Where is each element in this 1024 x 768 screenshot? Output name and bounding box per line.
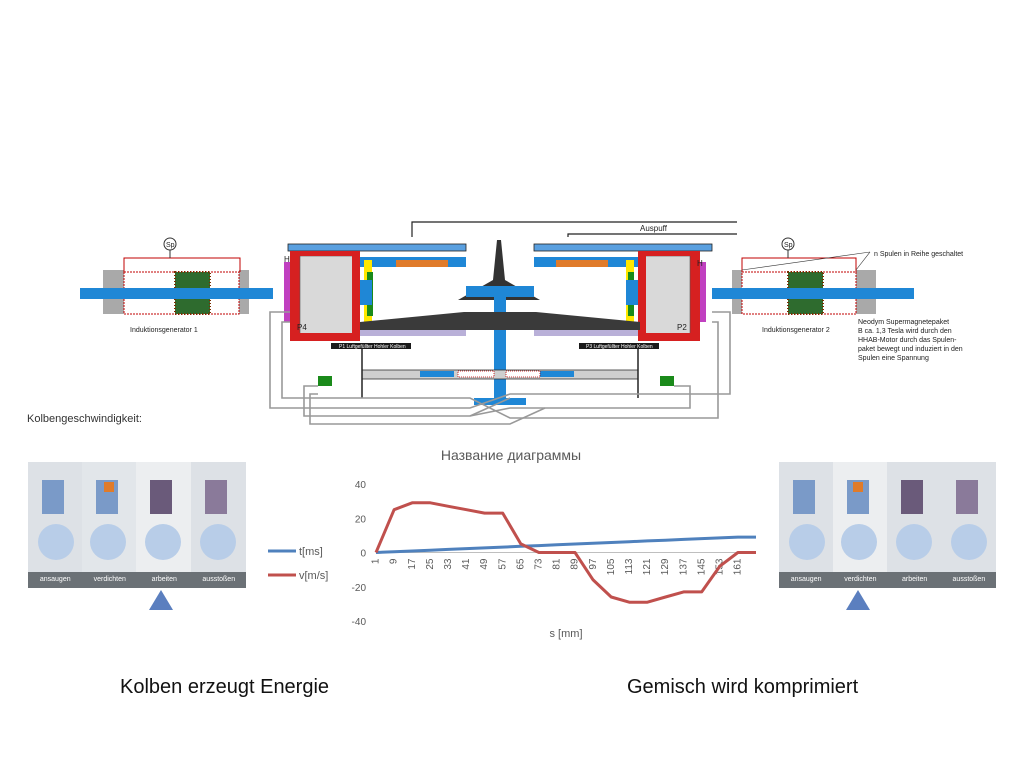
cylinder-left: P4 H P1 Luftgefüllter Hohler Kolben [284,243,467,350]
stroke-right-label-2: arbeiten [901,576,928,583]
x-tick-label: 81 [552,558,563,570]
svg-text:Spulen eine Spannung: Spulen eine Spannung [858,355,929,362]
generator-left-label: Induktionsgenerator 1 [130,327,198,334]
stroke-left-label-3: ausstoßen [202,576,236,583]
h-right-label: H [697,259,703,268]
x-tick-label: 1 [371,558,382,564]
svg-text:Neodym Supermagnetepaket: Neodym Supermagnetepaket [858,319,949,326]
x-tick-label: 161 [733,558,744,575]
generator-right-label: Induktionsgenerator 2 [762,327,830,334]
x-axis-label: s [mm] [550,628,583,640]
x-tick-label: 105 [606,558,617,575]
shaft-right [712,288,914,299]
stroke-right-label-3: ausstoßen [952,576,986,583]
stroke-right-label-1: verdichten [844,576,877,583]
caption-right: Gemisch wird komprimiert [627,676,859,698]
gauge-right-label: Sp [784,242,793,249]
x-tick-label: 57 [497,558,508,570]
y-tick-label: -20 [352,583,367,594]
engine-schematic: Auspuff Sp Induktionsgenerator 1 Sp n Sp… [80,221,963,425]
p2-label: P2 [677,323,687,332]
x-tick-label: 17 [407,558,418,570]
stroke-right-label-0: ansaugen [790,576,822,583]
piston-right-label: P3 Luftgefüllter Hohler Kolben [586,344,653,350]
x-tick-label: 9 [389,558,400,564]
x-tick-label: 113 [624,558,635,574]
series-line-t [375,535,756,554]
induction-generator-right: Sp [732,237,876,315]
speed-chart: Название диаграммы 40 20 0 -20 -40 1 9 17 25 33 41 4… [268,447,756,640]
svg-text:B ca. 1,3 Tesla wird durch den: B ca. 1,3 Tesla wird durch den [858,328,952,335]
x-tick-label: 41 [461,558,472,570]
piston-left-label: P1 Luftgefüllter Hohler Kolben [339,344,406,350]
svg-text:paket bewegt und induziert in: paket bewegt und induziert in den [858,346,963,353]
x-tick-label: 145 [696,558,707,575]
legend-label: t[ms] [299,546,323,558]
induction-generator-left: Sp [103,237,249,315]
x-tick-label: 89 [570,558,581,570]
stroke-strip-left-art [28,462,246,588]
magnet-note: Neodym Supermagnetepaket B ca. 1,3 Tesla… [858,319,963,362]
stroke-strip-right: ansaugen verdichten arbeiten ausstoßen [779,462,996,588]
stroke-left-label-0: ansaugen [39,576,71,583]
stroke-left-label-2: arbeiten [151,576,177,583]
stroke-strip-right-art [779,462,996,588]
shaft-left [80,288,273,299]
x-tick-label: 137 [678,558,689,575]
x-tick-label: 97 [588,558,599,570]
stroke-pointer-right-icon [846,590,870,610]
auspuff-label: Auspuff [640,224,668,233]
svg-text:HHAB-Motor durch das Spulen-: HHAB-Motor durch das Spulen- [858,337,957,344]
x-tick-label: 121 [642,558,653,575]
x-tick-label: 65 [515,558,526,570]
x-tick-label: 73 [533,558,544,570]
stroke-left-label-1: verdichten [93,576,126,583]
x-tick-label: 25 [425,558,436,570]
p4-label: P4 [297,323,307,332]
y-tick-label: 0 [360,549,366,560]
coil-note: n Spulen in Reihe geschaltet [874,251,963,258]
chart-title: Название диаграммы [441,447,581,463]
y-tick-label: -40 [352,617,367,628]
caption-left: Kolben erzeugt Energie [120,676,330,698]
kolben-speed-label: Kolbengeschwindigkeit: [27,413,142,425]
return-pipe [269,311,731,425]
x-tick-label: 129 [660,558,671,575]
legend-label: v[m/s] [299,570,328,582]
stroke-pointer-left-icon [149,590,173,610]
y-tick-label: 20 [355,514,367,525]
series-line-v [374,501,756,604]
stroke-strip-left: ansaugen verdichten arbeiten ausstoßen [28,462,246,588]
y-tick-label: 40 [355,480,367,491]
x-tick-label: 49 [479,558,490,570]
lower-linkage [318,349,674,398]
gauge-left-label: Sp [166,242,175,249]
x-tick-label: 33 [443,558,454,570]
cylinder-right: P2 H P3 Luftgefüllter Hohler Kolben [533,243,713,350]
h-left-label: H [284,255,290,264]
